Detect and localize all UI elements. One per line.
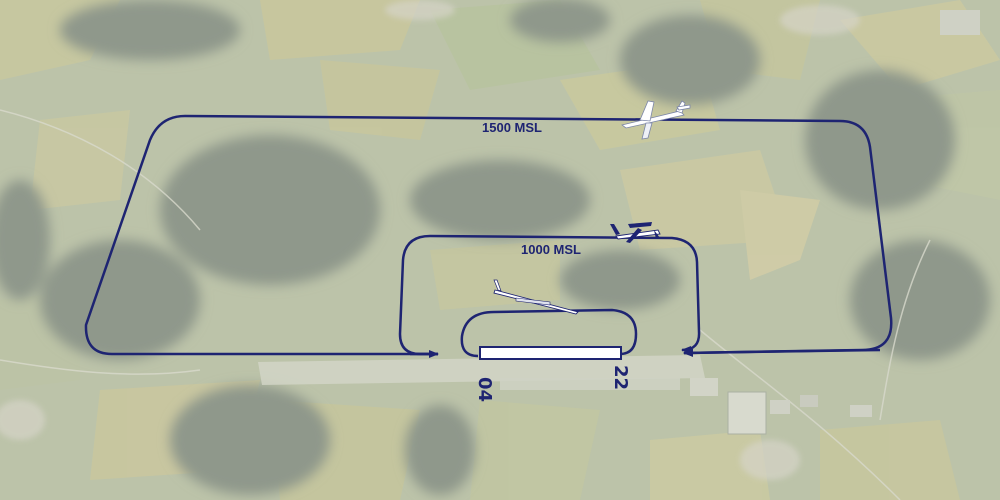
pattern-glider-path [460, 308, 638, 358]
runway-end-22: 22 [610, 365, 631, 391]
pattern-1000-path [398, 234, 701, 356]
runway [479, 346, 622, 360]
low-wing-airplane-icon [621, 100, 691, 140]
runway-end-04: 04 [474, 377, 495, 403]
high-wing-airplane-icon [610, 222, 661, 243]
villages [0, 0, 860, 480]
airport-grounds [258, 10, 980, 435]
label-1000-msl: 1000 MSL [521, 242, 581, 257]
pattern-1500-path [84, 114, 893, 357]
label-1500-msl: 1500 MSL [482, 120, 542, 135]
roads [0, 109, 931, 500]
glider-icon [493, 279, 579, 315]
